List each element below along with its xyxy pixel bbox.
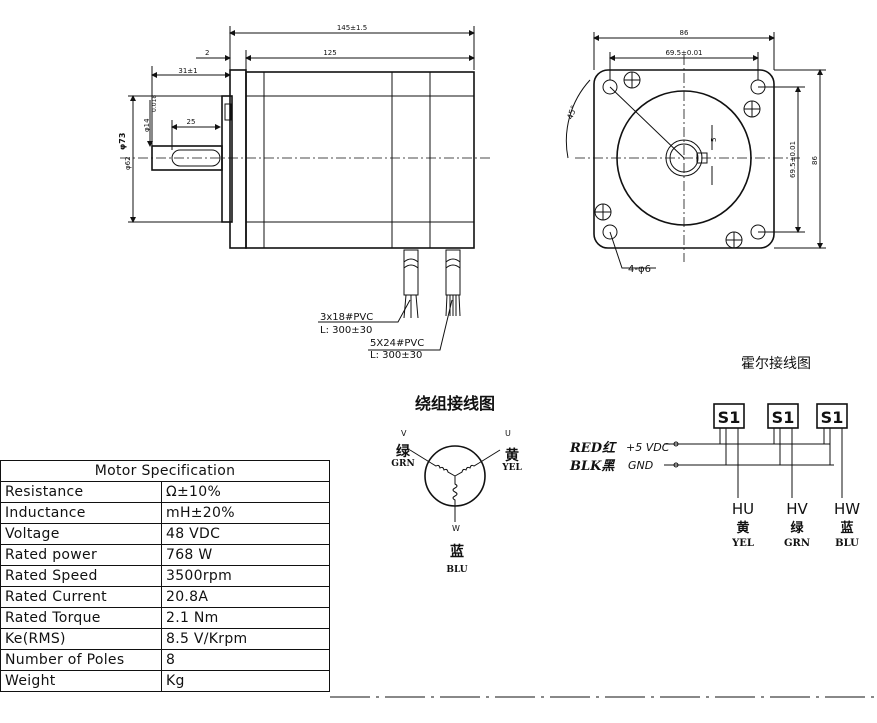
winding-u-en: YEL: [501, 463, 522, 473]
hall-blk-label: BLK黑: [569, 459, 615, 474]
dim-d-pilot: φ73: [118, 133, 127, 150]
spec-key: Number of Poles: [0, 649, 162, 671]
side-view: 145±1.5 2 125 31±1 25 φ62 φ14 φ73 0.018 …: [118, 24, 490, 361]
hall-chip-3: S1: [821, 408, 844, 427]
front-dim-pitch-v: 69.5±0.01: [789, 141, 797, 178]
hall-red-label: RED红: [569, 440, 617, 456]
dim-shaft: 31±1: [178, 67, 197, 75]
dim-d-shaft: φ14: [143, 118, 151, 132]
spec-header-row: Motor Specification: [0, 460, 330, 482]
spec-row: Ke(RMS)8.5 V/Krpm: [0, 628, 330, 650]
hall-red-value: +5 VDC: [626, 441, 670, 454]
spec-key: Rated Torque: [0, 607, 162, 629]
hall-hw-cn: 蓝: [840, 520, 853, 536]
front-dim-width: 86: [680, 29, 689, 37]
spec-key: Weight: [0, 670, 162, 692]
hall-hw-en: BLU: [835, 538, 859, 549]
hall-hv-en: GRN: [784, 538, 810, 549]
spec-value: mH±20%: [161, 502, 330, 524]
winding-title: 绕组接线图: [415, 394, 495, 413]
front-dim-holes: 4-φ6: [628, 264, 651, 275]
spec-value: 8.5 V/Krpm: [161, 628, 330, 650]
spec-value: Kg: [161, 670, 330, 692]
winding-v-en: GRN: [391, 459, 414, 469]
front-view: 86 69.5±0.01 69.5±0.01 86 45° 5 4-φ6: [565, 29, 826, 275]
spec-key: Resistance: [0, 481, 162, 503]
dim-body: 125: [323, 49, 336, 57]
winding-v-tag: V: [401, 429, 407, 438]
winding-diagram: 绕组接线图 V 绿 GRN U 黄 YEL W 蓝 BLU: [391, 394, 522, 575]
front-dim-keyway: 5: [710, 138, 718, 142]
winding-u-cn: 黄: [505, 447, 519, 464]
hall-hv-tag: HV: [786, 500, 808, 518]
spec-key: Rated power: [0, 544, 162, 566]
front-dim-pitch-h: 69.5±0.01: [665, 49, 702, 57]
spec-value: Ω±10%: [161, 481, 330, 503]
spec-value: 768 W: [161, 544, 330, 566]
dim-d-body: φ62: [124, 156, 132, 170]
hall-hw-tag: HW: [834, 500, 860, 518]
winding-w-tag: W: [452, 524, 460, 533]
spec-key: Rated Speed: [0, 565, 162, 587]
spec-value: 2.1 Nm: [161, 607, 330, 629]
dim-overall: 145±1.5: [337, 24, 367, 32]
dim-key: 25: [187, 118, 196, 126]
spec-value: 48 VDC: [161, 523, 330, 545]
cable-1: [403, 249, 419, 319]
cable-1-spec: 3x18#PVC: [320, 312, 373, 323]
hall-title: 霍尔接线图: [741, 355, 811, 372]
front-dim-height: 86: [811, 156, 819, 165]
hall-hv-cn: 绿: [790, 520, 804, 536]
spec-value: 20.8A: [161, 586, 330, 608]
cable-2-spec: 5X24#PVC: [370, 338, 424, 349]
cable-1-length: L: 300±30: [320, 325, 372, 336]
spec-key: Rated Current: [0, 586, 162, 608]
winding-v-cn: 绿: [396, 443, 411, 460]
cable-2-length: L: 300±30: [370, 350, 422, 361]
spec-title: Motor Specification: [0, 460, 330, 482]
hall-chip-2: S1: [772, 408, 795, 427]
dim-flange: 2: [205, 49, 209, 57]
winding-w-cn: 蓝: [450, 543, 464, 560]
dim-d-tol: 0.018: [151, 95, 158, 112]
hall-chip-1: S1: [718, 408, 741, 427]
spec-key: Ke(RMS): [0, 628, 162, 650]
hall-diagram: 霍尔接线图 S1 S1 S1 RED红 +5 VDC BLK黑 GND HU 黄: [569, 355, 860, 549]
hall-hu-cn: 黄: [736, 520, 749, 536]
hall-hu-tag: HU: [732, 500, 754, 518]
front-dim-angle: 45°: [565, 104, 578, 120]
spec-key: Voltage: [0, 523, 162, 545]
cable-2: [445, 249, 461, 317]
winding-w-en: BLU: [446, 565, 467, 575]
hall-hu-en: YEL: [731, 538, 754, 549]
winding-u-tag: U: [505, 429, 511, 438]
spec-key: Inductance: [0, 502, 162, 524]
spec-value: 3500rpm: [161, 565, 330, 587]
hall-blk-value: GND: [628, 459, 653, 472]
spec-value: 8: [161, 649, 330, 671]
